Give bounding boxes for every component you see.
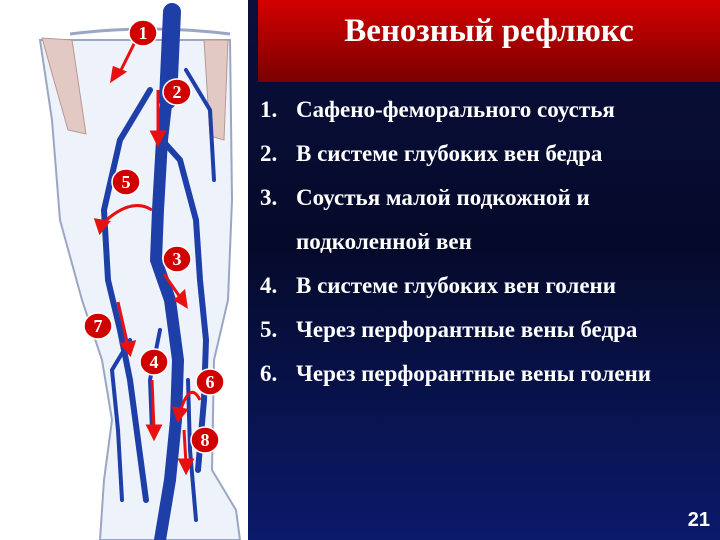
svg-text:3: 3 xyxy=(173,249,182,269)
svg-text:6: 6 xyxy=(206,372,215,392)
list-item-number: 6. xyxy=(260,352,277,396)
list-item: 2.В системе глубоких вен бедра xyxy=(260,132,710,176)
badge-4: 4 xyxy=(140,349,168,375)
list-item: 5.Через перфорантные вены бедра xyxy=(260,308,710,352)
list-item-text: Соустья малой подкожной и подколенной ве… xyxy=(260,176,710,264)
badge-1: 1 xyxy=(129,20,157,46)
leg-vein-illustration: 1 2 5 3 7 4 6 xyxy=(0,0,248,540)
badge-6: 6 xyxy=(196,369,224,395)
list-item-number: 5. xyxy=(260,308,277,352)
badge-3: 3 xyxy=(163,246,191,272)
leg-vein-drawing: 1 2 5 3 7 4 6 xyxy=(0,0,248,540)
list-item: 1.Сафено-феморального соустья xyxy=(260,88,710,132)
svg-text:4: 4 xyxy=(150,352,159,372)
list-item-number: 2. xyxy=(260,132,277,176)
reflux-list: 1.Сафено-феморального соустья 2.В систем… xyxy=(260,88,710,396)
list-item-number: 3. xyxy=(260,176,277,220)
svg-text:1: 1 xyxy=(139,23,148,43)
list-item-text: В системе глубоких вен голени xyxy=(260,264,710,308)
svg-text:2: 2 xyxy=(173,82,182,102)
list-item: 4.В системе глубоких вен голени xyxy=(260,264,710,308)
svg-text:7: 7 xyxy=(94,316,103,336)
svg-text:8: 8 xyxy=(201,430,210,450)
list-item-text: Через перфорантные вены голени xyxy=(260,352,710,396)
list-item-text: В системе глубоких вен бедра xyxy=(260,132,710,176)
list-item: 6.Через перфорантные вены голени xyxy=(260,352,710,396)
slide-title: Венозный рефлюкс xyxy=(258,12,720,52)
page-number: 21 xyxy=(688,509,710,532)
list-item-text: Сафено-феморального соустья xyxy=(260,88,710,132)
svg-text:5: 5 xyxy=(122,172,131,192)
list-item: 3.Соустья малой подкожной и подколенной … xyxy=(260,176,710,264)
badge-5: 5 xyxy=(112,169,140,195)
list-item-text: Через перфорантные вены бедра xyxy=(260,308,710,352)
list-item-number: 1. xyxy=(260,88,277,132)
badge-2: 2 xyxy=(163,79,191,105)
badge-8: 8 xyxy=(191,427,219,453)
badge-7: 7 xyxy=(84,313,112,339)
list-item-number: 4. xyxy=(260,264,277,308)
